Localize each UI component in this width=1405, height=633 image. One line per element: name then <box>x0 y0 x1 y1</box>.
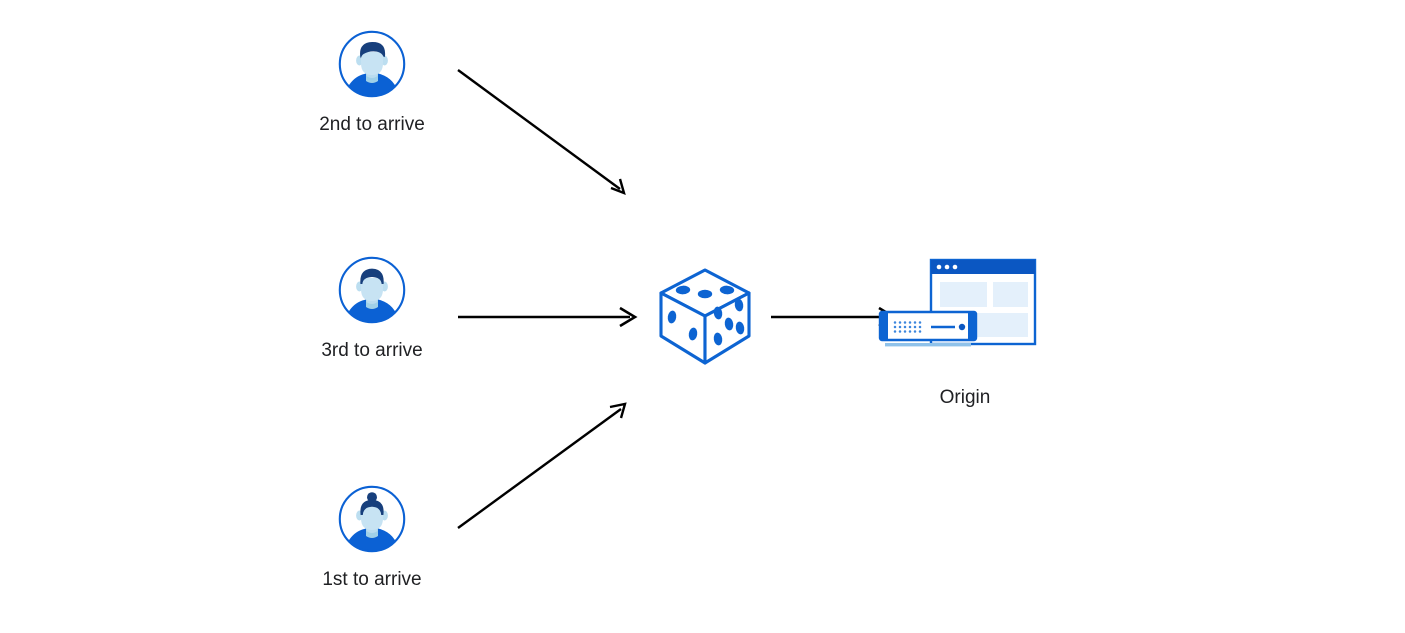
user-avatar-icon <box>336 254 408 326</box>
node-visitor-3rd[interactable]: 3rd to arrive <box>292 254 452 363</box>
connector-2nd-to-randomizer <box>457 69 626 195</box>
dice-cube-icon <box>645 262 765 372</box>
origin-server-icon <box>865 255 1065 375</box>
connector-1st-to-randomizer <box>457 402 627 529</box>
node-visitor-1st[interactable]: 1st to arrive <box>292 483 452 592</box>
node-randomizer[interactable] <box>645 262 765 372</box>
node-label-visitor-1st: 1st to arrive <box>322 569 422 590</box>
node-visitor-2nd[interactable]: 2nd to arrive <box>292 28 452 137</box>
node-label-visitor-2nd: 2nd to arrive <box>319 114 425 135</box>
node-label-origin: Origin <box>939 387 991 408</box>
user-avatar-icon <box>336 483 408 555</box>
node-origin[interactable]: Origin <box>865 255 1065 410</box>
user-avatar-icon <box>336 28 408 100</box>
node-label-visitor-3rd: 3rd to arrive <box>321 340 423 361</box>
connector-3rd-to-randomizer <box>458 306 638 328</box>
rack-server <box>878 310 978 347</box>
